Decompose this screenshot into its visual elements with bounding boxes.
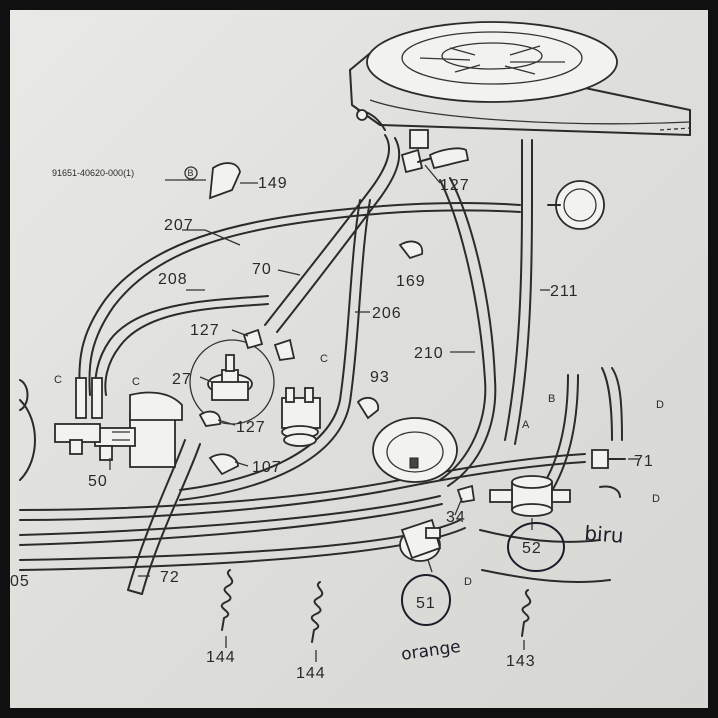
connector-c-mid: C xyxy=(132,376,140,388)
note-orange: orange xyxy=(400,637,462,665)
fitting-50 xyxy=(54,391,183,468)
label-71: 71 xyxy=(634,453,654,470)
connector-b: B xyxy=(548,393,555,405)
label-143: 143 xyxy=(506,653,536,670)
hoses xyxy=(19,134,623,595)
left-edge-parts xyxy=(19,377,103,481)
label-51: 51 xyxy=(416,595,436,612)
vacuum-valve-27 xyxy=(189,339,275,425)
label-210: 210 xyxy=(414,345,444,362)
label-127-mid: 127 xyxy=(190,322,220,339)
label-05: 05 xyxy=(10,573,30,590)
connector-d-top: D xyxy=(656,399,664,411)
label-50: 50 xyxy=(88,473,108,490)
label-93: 93 xyxy=(370,369,390,386)
spring-clips xyxy=(220,569,532,643)
part-number-ref: 91651-40620-000(1) xyxy=(52,168,134,178)
label-207: 207 xyxy=(164,217,194,234)
label-206: 206 xyxy=(372,305,402,322)
air-cleaner xyxy=(349,21,691,136)
connector-a: A xyxy=(522,419,530,431)
connector-d-mid: D xyxy=(652,493,660,505)
check-valve-52 xyxy=(489,475,571,517)
hose-clamps xyxy=(198,162,476,504)
connector-d-low: D xyxy=(464,576,472,588)
circle-b-label: B xyxy=(188,168,194,178)
base-plate xyxy=(372,417,458,483)
paper-sheet xyxy=(10,10,708,708)
leader-lines xyxy=(109,164,640,662)
label-72: 72 xyxy=(160,569,180,586)
label-70: 70 xyxy=(252,261,272,278)
label-169: 169 xyxy=(396,273,426,290)
label-127-low: 127 xyxy=(236,419,266,436)
note-biru: biru xyxy=(584,521,625,548)
label-34: 34 xyxy=(446,509,466,526)
handwritten-marks xyxy=(401,522,565,626)
label-107: 107 xyxy=(252,459,282,476)
label-27: 27 xyxy=(172,371,192,388)
label-208: 208 xyxy=(158,271,188,288)
check-valve-51 xyxy=(399,518,442,562)
solenoid-switch xyxy=(281,387,321,447)
label-144-right: 144 xyxy=(296,665,326,682)
t-fitting-71 xyxy=(591,449,626,469)
label-149: 149 xyxy=(258,175,288,192)
connector-c-left: C xyxy=(54,374,62,386)
connector-tags: C C C B D D D A xyxy=(54,353,664,588)
part-labels: 91651-40620-000(1) B 149 127 207 208 70 … xyxy=(10,166,654,682)
top-fittings xyxy=(356,109,605,230)
connector-c-right: C xyxy=(320,353,328,365)
label-52: 52 xyxy=(522,540,542,557)
label-127-top: 127 xyxy=(440,177,470,194)
label-144-left: 144 xyxy=(206,649,236,666)
label-211: 211 xyxy=(550,283,579,300)
